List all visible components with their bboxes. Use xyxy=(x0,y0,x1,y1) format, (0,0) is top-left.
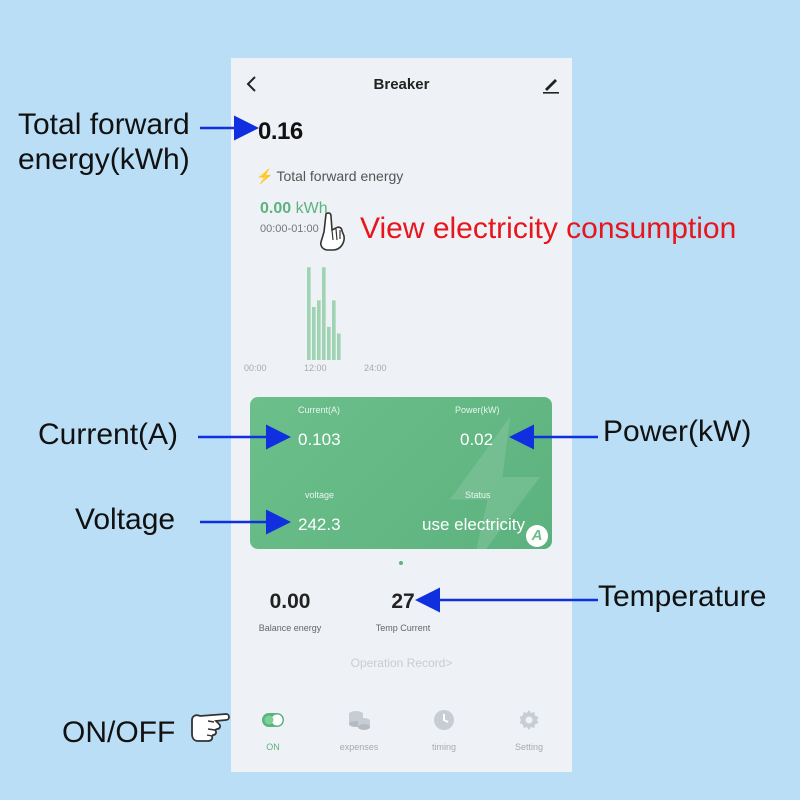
nav-setting[interactable]: Setting xyxy=(489,708,569,752)
nav-expenses[interactable]: expenses xyxy=(319,708,399,752)
total-energy-value: 0.16 xyxy=(258,118,303,145)
consumption-link[interactable]: 0.00 kWh xyxy=(260,200,328,217)
callout-temperature: Temperature xyxy=(598,580,767,613)
temp-value: 27 xyxy=(391,590,415,613)
auto-badge[interactable]: A xyxy=(526,525,548,547)
energy-bar-chart[interactable] xyxy=(231,248,572,363)
nav-label: expenses xyxy=(339,742,379,752)
callout-view-consumption: View electricity consumption xyxy=(360,212,737,245)
callout-onoff: ON/OFF xyxy=(62,716,176,749)
toggle-icon xyxy=(262,713,284,727)
lightning-icon: ⚡ xyxy=(256,168,274,184)
energy-bar xyxy=(312,307,316,360)
callout-power: Power(kW) xyxy=(603,415,752,448)
power-value: 0.02 xyxy=(460,430,494,449)
lightning-watermark-icon xyxy=(450,417,540,549)
phone-screen: Breaker 0.16 ⚡Total forward energy 0.00 … xyxy=(231,58,572,772)
page-title: Breaker xyxy=(373,76,430,93)
current-label: Current(A) xyxy=(298,405,341,415)
pointing-hand-right-icon xyxy=(191,713,230,742)
energy-section-title: ⚡Total forward energy xyxy=(256,168,404,184)
energy-bar xyxy=(327,326,331,360)
status-value: use electricity xyxy=(422,515,525,534)
voltage-value: 242.3 xyxy=(298,515,341,534)
nav-timing[interactable]: timing xyxy=(404,708,484,752)
nav-label: timing xyxy=(431,742,456,752)
edit-icon[interactable] xyxy=(541,74,561,94)
clock-icon xyxy=(434,710,454,730)
status-label: Status xyxy=(465,490,491,500)
callout-total-forward: Total forward energy(kWh) xyxy=(18,108,190,176)
balance-energy-label: Balance energy xyxy=(258,623,322,633)
gear-icon xyxy=(519,710,539,730)
back-icon[interactable] xyxy=(243,74,261,94)
nav-label: ON xyxy=(266,742,280,752)
tick-label: 00:00 xyxy=(244,363,267,373)
nav-label: Setting xyxy=(514,742,544,752)
operation-record-link[interactable]: Operation Record> xyxy=(350,656,453,670)
energy-bar xyxy=(322,267,326,360)
energy-bar xyxy=(332,300,336,360)
balance-energy-value: 0.00 xyxy=(269,590,311,613)
current-value: 0.103 xyxy=(298,430,341,449)
energy-bar xyxy=(307,267,311,360)
status-card[interactable]: Current(A) 0.103 Power(kW) 0.02 voltage … xyxy=(250,397,552,549)
tick-label: 24:00 xyxy=(364,363,387,373)
power-label: Power(kW) xyxy=(455,405,500,415)
nav-on[interactable]: ON xyxy=(233,708,313,752)
voltage-label: voltage xyxy=(305,490,335,500)
coins-icon xyxy=(349,711,370,730)
callout-current: Current(A) xyxy=(38,418,179,451)
energy-bar xyxy=(337,333,341,360)
tick-label: 12:00 xyxy=(304,363,327,373)
callout-voltage: Voltage xyxy=(75,503,176,536)
page-indicator xyxy=(399,561,403,565)
energy-bar xyxy=(317,300,321,360)
time-range: 00:00-01:00 xyxy=(260,223,319,235)
temp-label: Temp Current xyxy=(375,623,431,633)
